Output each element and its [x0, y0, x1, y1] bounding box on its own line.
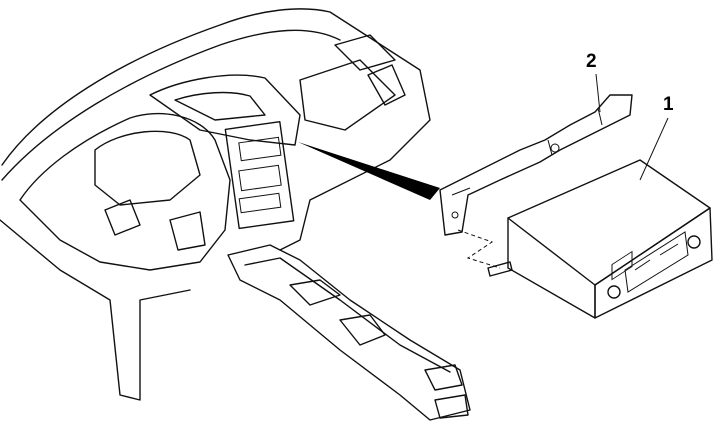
mounting-bracket [439, 94, 633, 236]
dashboard-drawing [0, 8, 471, 421]
screw [457, 229, 513, 277]
callout-1-label: 1 [663, 94, 674, 115]
callout-2-label: 2 [586, 51, 597, 72]
pointer-arrow [298, 142, 440, 200]
leader-line-1 [639, 117, 669, 181]
radio-unit [507, 159, 713, 319]
leader-line-2 [595, 73, 601, 113]
